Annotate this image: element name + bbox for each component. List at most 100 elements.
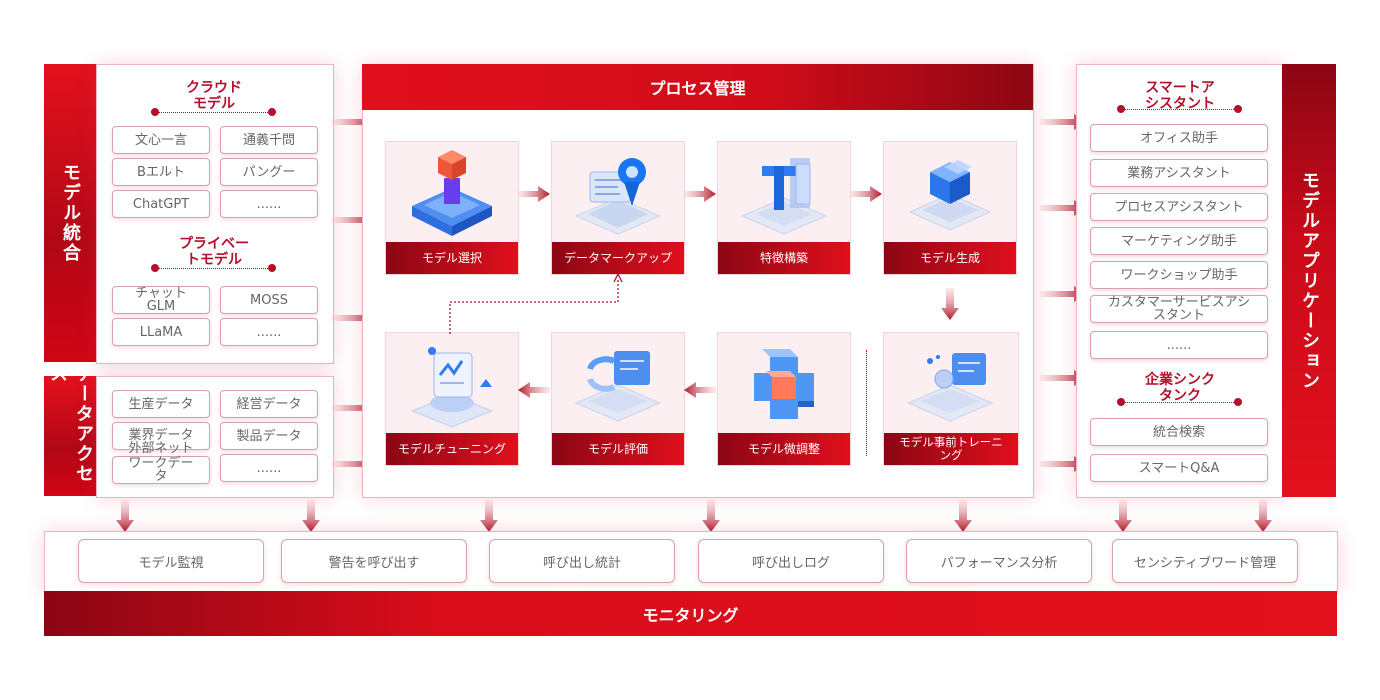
model-integration-bar (44, 64, 96, 362)
cloud-model-item[interactable]: ...... (220, 190, 318, 218)
monitoring-item[interactable]: 呼び出し統計 (489, 539, 675, 583)
assistant-item[interactable]: カスタマーサービスアシ スタント (1090, 295, 1268, 323)
arrow-down-icon (480, 500, 498, 532)
cloud-heading-dot-left (151, 108, 159, 116)
application-title: モデルアプリケーション (1299, 170, 1320, 391)
monitoring-title: モニタリング (642, 605, 739, 625)
step-card-model-pretrain[interactable]: モデル事前トレーニ ング (883, 332, 1019, 466)
data-source-item[interactable]: 経営データ (220, 390, 318, 418)
monitoring-item[interactable]: 呼び出しログ (698, 539, 884, 583)
card-divider (866, 350, 867, 456)
arrow-left-icon (684, 382, 716, 398)
think-tank-item[interactable]: 統合検索 (1090, 418, 1268, 446)
smart-assistant-heading: スマートア シスタント (1145, 80, 1215, 112)
assistant-item[interactable]: ワークショップ助手 (1090, 261, 1268, 289)
assistant-item[interactable]: プロセスアシスタント (1090, 193, 1268, 221)
step-card-feature-build[interactable]: 特徴構築 (717, 141, 851, 275)
arrow-right-icon (684, 186, 716, 202)
monitoring-bar: モニタリング (44, 591, 1337, 636)
cube-stack-icon (412, 150, 492, 236)
assistant-heading-dot-right (1234, 105, 1242, 113)
private-model-item[interactable]: チャット GLM (112, 286, 210, 314)
model-integration-title: モデル統合 (60, 163, 81, 263)
private-model-item[interactable]: ...... (220, 318, 318, 346)
cloud-model-item[interactable]: 文心一言 (112, 126, 210, 154)
step-card-data-markup[interactable]: データマークアップ (551, 141, 685, 275)
arrow-down-icon (1254, 500, 1272, 532)
application-bar (1282, 64, 1336, 497)
monitoring-item[interactable]: センシティブワード管理 (1112, 539, 1298, 583)
assistant-item[interactable]: 業務アシスタント (1090, 159, 1268, 187)
step-label: モデル評価 (552, 433, 684, 465)
step-label: データマークアップ (552, 242, 684, 274)
feedback-connector (449, 272, 623, 334)
markup-icon (574, 158, 662, 235)
arrow-right-icon (1040, 200, 1086, 216)
cross-blocks-icon (754, 349, 814, 419)
data-access-title: データアクセス (47, 364, 94, 484)
step-label: モデル微調整 (718, 433, 850, 465)
model-cube-icon (908, 160, 992, 231)
private-heading-line (158, 268, 272, 269)
pretrain-screen-icon (906, 353, 994, 422)
arrow-right-icon (518, 186, 550, 202)
process-header: プロセス管理 (362, 64, 1033, 110)
assistant-item[interactable]: オフィス助手 (1090, 124, 1268, 152)
think-tank-dot-left (1117, 398, 1125, 406)
evaluate-screen-icon (574, 351, 662, 422)
arrow-left-icon (518, 382, 550, 398)
step-card-model-evaluate[interactable]: モデル評価 (551, 332, 685, 466)
arrow-right-icon (1040, 370, 1086, 386)
data-source-item[interactable]: 製品データ (220, 422, 318, 450)
arrow-right-icon (1040, 456, 1086, 472)
arrow-right-icon (1040, 286, 1086, 302)
cloud-model-heading: クラウド モデル (186, 80, 242, 112)
step-card-model-tuning[interactable]: モデルチューニング (385, 332, 519, 466)
arrow-down-icon (702, 500, 720, 532)
private-heading-dot-left (151, 264, 159, 272)
text-block-icon (740, 158, 828, 235)
think-tank-item[interactable]: スマートQ&A (1090, 454, 1268, 482)
think-tank-heading: 企業シンク タンク (1145, 372, 1215, 404)
step-label: モデルチューニング (386, 433, 518, 465)
assistant-heading-line (1124, 109, 1238, 110)
step-label: モデル生成 (884, 242, 1016, 274)
arrow-down-icon (116, 500, 134, 532)
step-label: 特徴構築 (718, 242, 850, 274)
arrow-right-icon (1040, 114, 1086, 130)
data-access-bar (44, 376, 96, 496)
monitoring-item[interactable]: モデル監視 (78, 539, 264, 583)
tuning-device-icon (410, 347, 494, 428)
private-model-heading: プライベー トモデル (179, 236, 249, 268)
step-card-model-select[interactable]: モデル選択 (385, 141, 519, 275)
private-heading-dot-right (268, 264, 276, 272)
assistant-item[interactable]: マーケティング助手 (1090, 227, 1268, 255)
cloud-model-item[interactable]: Bエルト (112, 158, 210, 186)
think-tank-line (1124, 402, 1238, 403)
data-source-item[interactable]: ...... (220, 454, 318, 482)
assistant-heading-dot-left (1117, 105, 1125, 113)
cloud-heading-line (158, 112, 272, 113)
data-source-item[interactable]: 業界データ 外部ネット (112, 422, 210, 455)
cloud-model-item[interactable]: パングー (220, 158, 318, 186)
arrow-down-icon (954, 500, 972, 532)
arrow-down-icon (941, 288, 959, 320)
cloud-heading-dot-right (268, 108, 276, 116)
step-label: モデル事前トレーニ ング (884, 433, 1018, 465)
data-source-item[interactable]: 生産データ (112, 390, 210, 418)
private-model-item[interactable]: LLaMA (112, 318, 210, 346)
arrow-right-icon (850, 186, 882, 202)
cloud-model-item[interactable]: ChatGPT (112, 190, 210, 218)
step-label: モデル選択 (386, 242, 518, 274)
monitoring-item[interactable]: 警告を呼び出す (281, 539, 467, 583)
data-source-item[interactable]: ワークデー タ (112, 456, 210, 484)
step-card-model-finetune[interactable]: モデル微調整 (717, 332, 851, 466)
cloud-model-item[interactable]: 通義千問 (220, 126, 318, 154)
assistant-item[interactable]: ...... (1090, 331, 1268, 359)
monitoring-item[interactable]: パフォーマンス分析 (906, 539, 1092, 583)
step-card-model-generate[interactable]: モデル生成 (883, 141, 1017, 275)
process-title: プロセス管理 (649, 79, 746, 98)
private-model-item[interactable]: MOSS (220, 286, 318, 314)
arrow-down-icon (1114, 500, 1132, 532)
arrow-down-icon (302, 500, 320, 532)
